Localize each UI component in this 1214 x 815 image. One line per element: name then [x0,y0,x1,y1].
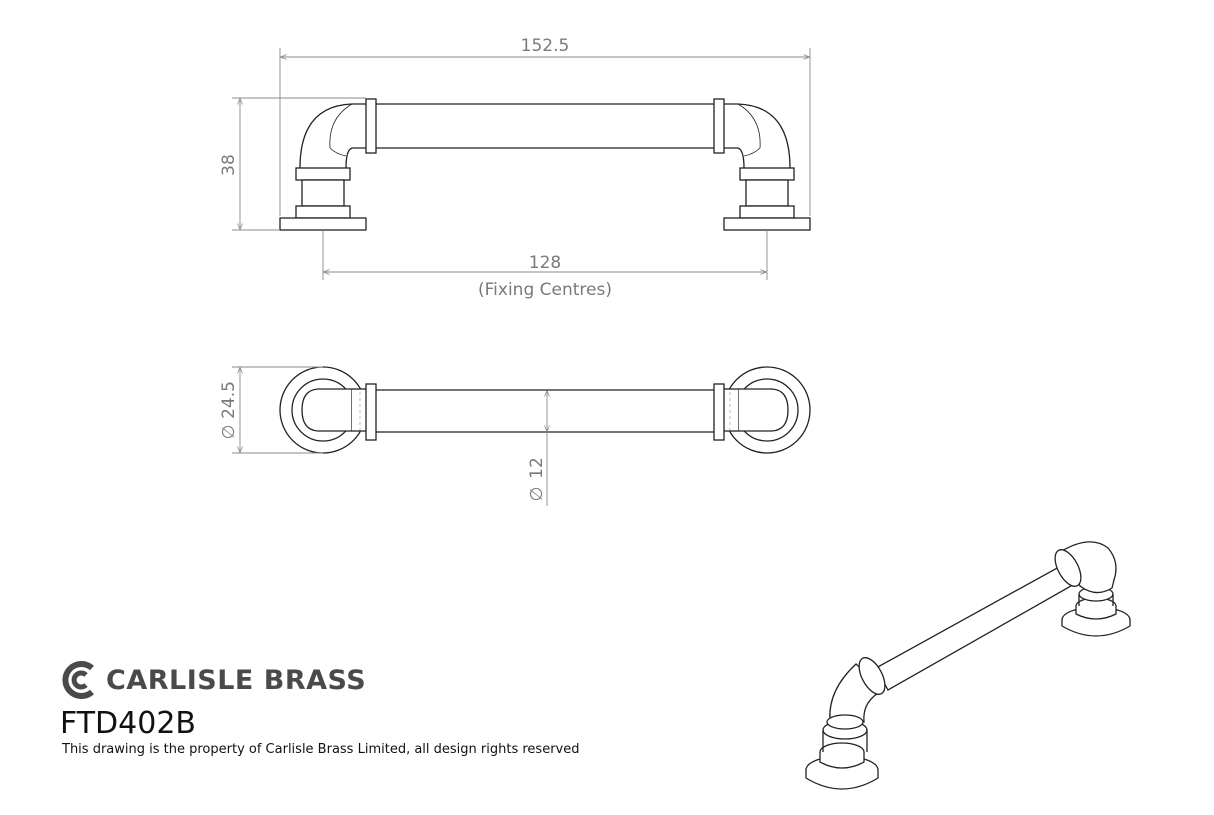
isometric-view [805,541,1131,790]
rose-diameter-label: 24.5 [219,381,239,419]
brand-name: CARLISLE BRASS [106,664,367,696]
fixing-centres-label: 128 [529,253,561,273]
bar-diameter-symbol: ∅ [527,487,547,502]
fixing-centres-dimension [322,230,768,280]
brand-lockup: CARLISLE BRASS [62,660,366,700]
overall-length-label: 152.5 [521,36,570,56]
plan-view [279,366,811,454]
fixing-centres-note: (Fixing Centres) [478,280,612,300]
height-label: 38 [219,154,239,176]
rose-diameter-symbol: ∅ [219,425,239,440]
carlisle-brass-logo-icon [62,661,94,699]
rose-diameter-dimension [232,366,323,454]
product-code: FTD402B [60,706,196,741]
bar-diameter-label: 12 [527,457,547,479]
copyright-note: This drawing is the property of Carlisle… [62,742,580,757]
front-elevation-view [279,98,811,231]
height-dimension [232,97,366,231]
overall-length-dimension [279,48,811,216]
